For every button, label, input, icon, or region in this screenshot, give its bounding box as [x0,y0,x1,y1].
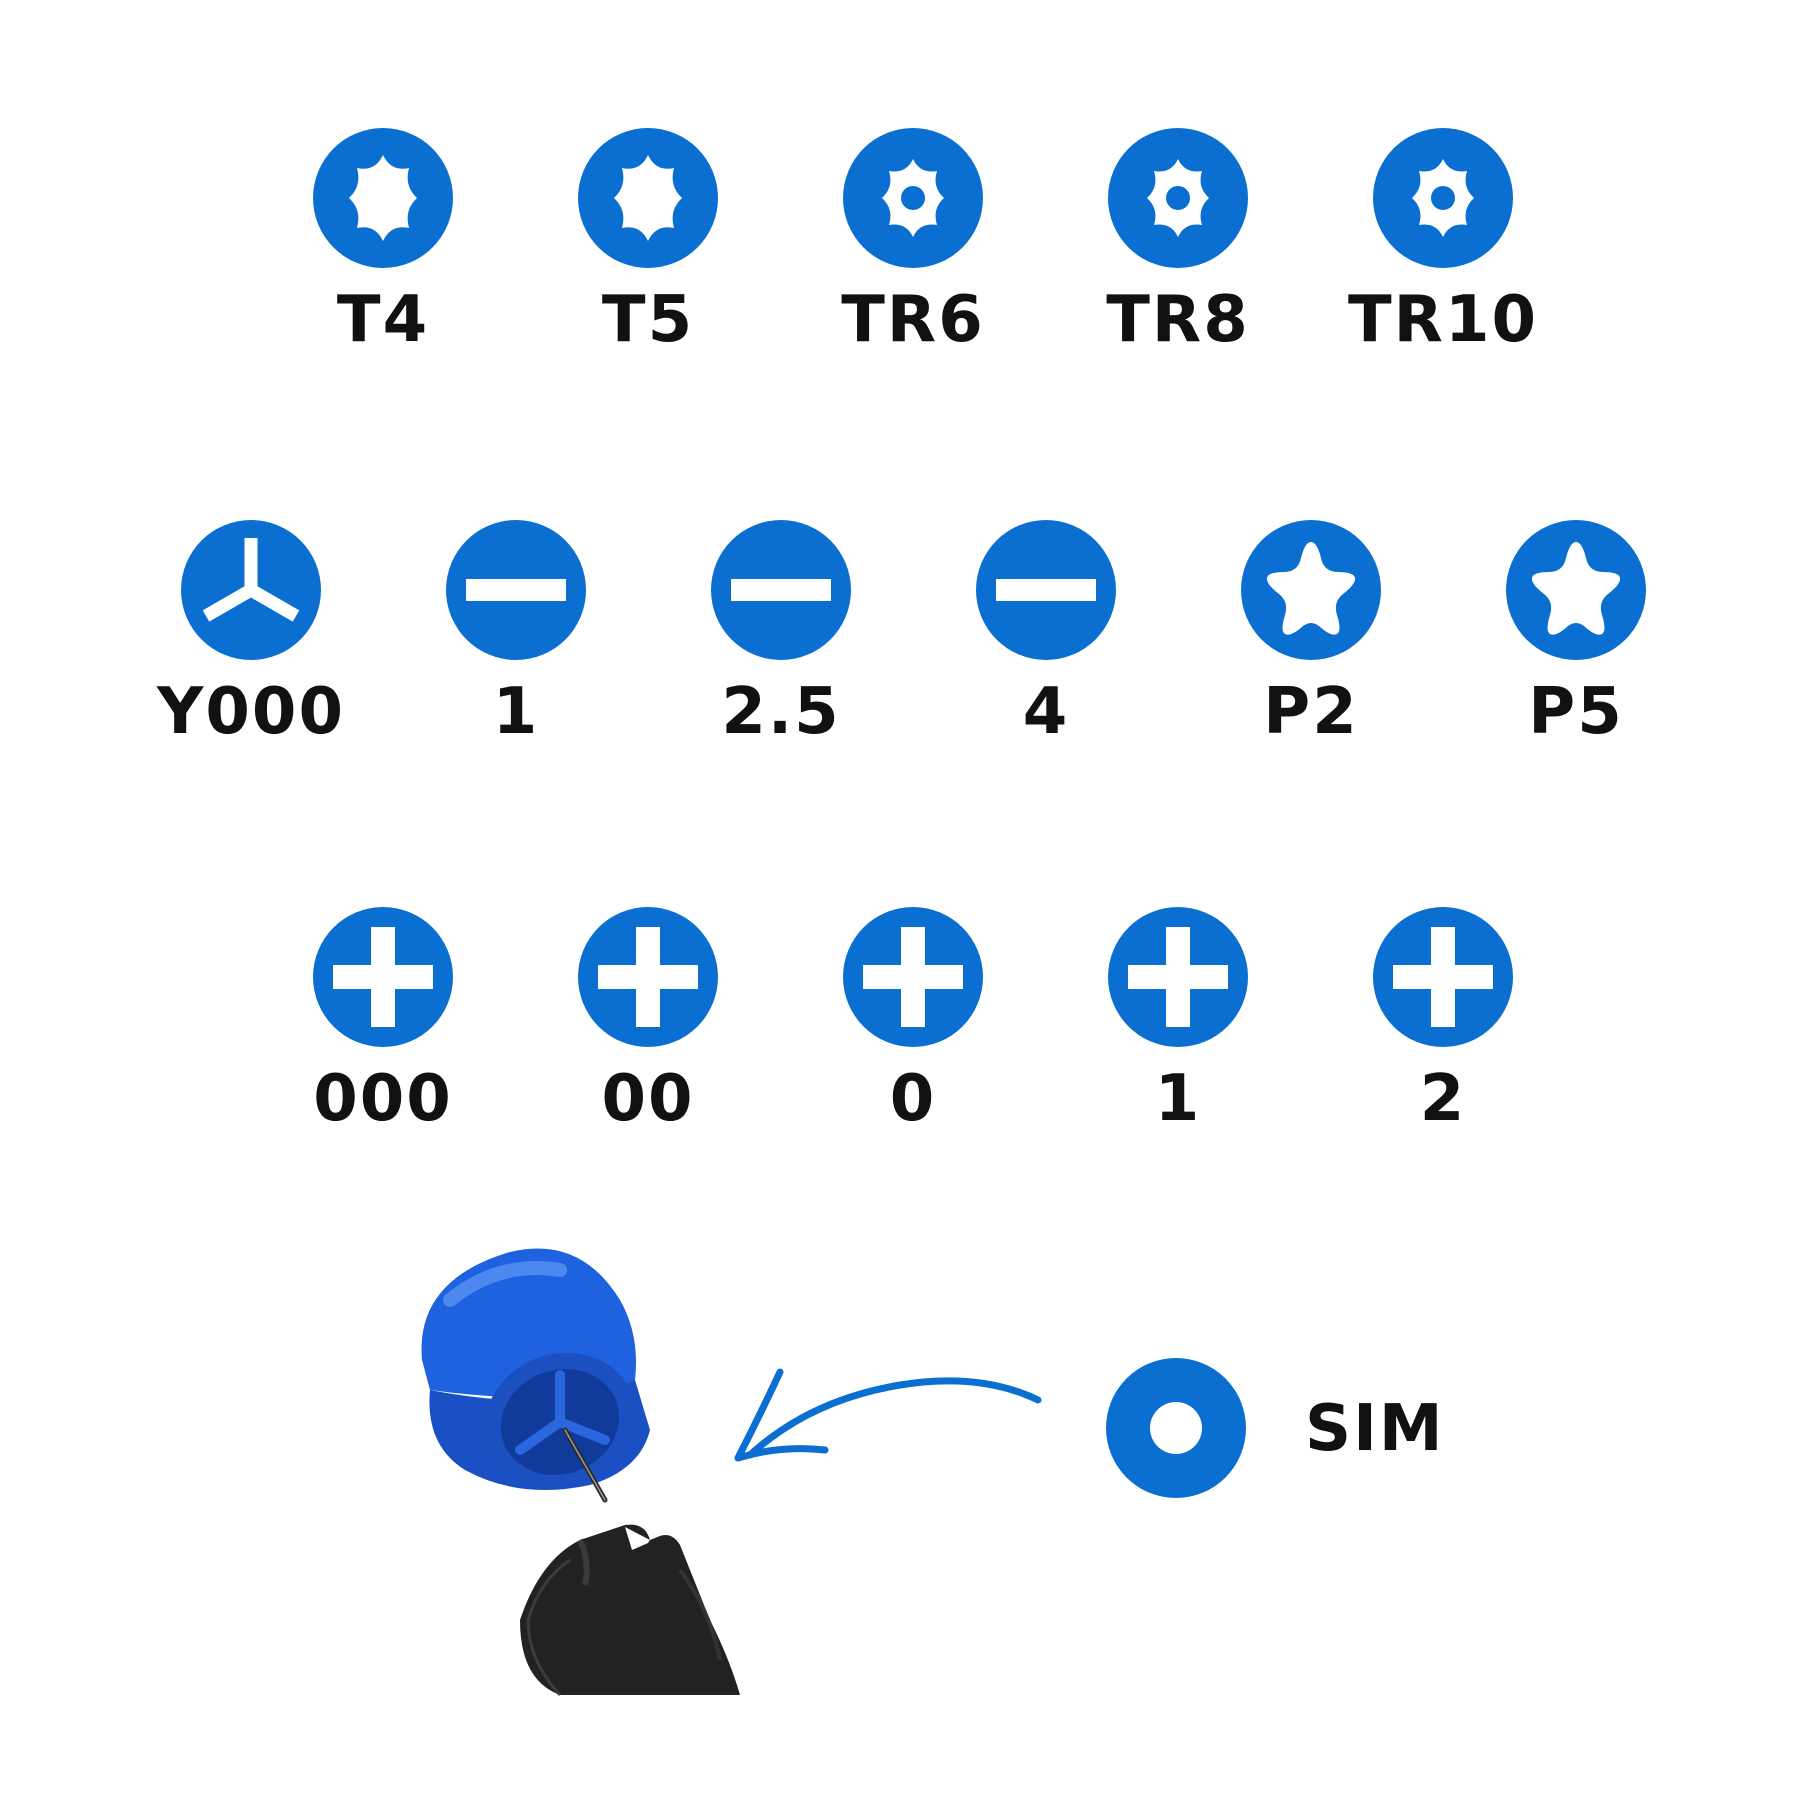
bit-label: 1 [1154,1062,1202,1136]
torx-icon [313,128,453,268]
bit-t4: T4 [233,128,533,428]
bit-flat-1: 1 [366,520,666,820]
bit-tr6: TR6 [763,128,1063,428]
phillips-icon [313,907,453,1047]
bit-label: T4 [336,283,430,357]
curved-arrow-icon [734,1368,1042,1462]
bit-label: 2 [1419,1062,1467,1136]
sim-eject-icon [1106,1358,1246,1498]
torx-security-icon [1108,128,1248,268]
bit-label: 000 [313,1062,453,1136]
bit-ph2: 2 [1293,907,1593,1207]
bit-flat-4: 4 [896,520,1196,820]
bit-tr10: TR10 [1293,128,1593,428]
bit-label: TR10 [1348,283,1538,357]
flathead-icon [976,520,1116,660]
flathead-icon [711,520,851,660]
bit-label: 2.5 [721,675,841,749]
torx-security-icon [843,128,983,268]
bit-label: Y000 [157,675,345,749]
bit-label: P5 [1528,675,1624,749]
bit-label: 1 [492,675,540,749]
driver-cap-sim-tool-icon [421,1248,740,1697]
flathead-icon [446,520,586,660]
bit-ph0: 0 [763,907,1063,1207]
bit-label: T5 [601,283,695,357]
bit-label: P2 [1263,675,1359,749]
bit-label: 0 [889,1062,937,1136]
bit-p2: P2 [1161,520,1461,820]
phillips-icon [1108,907,1248,1047]
tri-wing-icon [181,520,321,660]
bit-label: 00 [601,1062,695,1136]
bit-label: 4 [1022,675,1070,749]
bit-ph00: 00 [498,907,798,1207]
phillips-icon [1373,907,1513,1047]
pentalobe-icon [1506,520,1646,660]
bit-p5: P5 [1426,520,1726,820]
phillips-icon [578,907,718,1047]
pentalobe-icon [1241,520,1381,660]
torx-icon [578,128,718,268]
torx-security-icon [1373,128,1513,268]
bit-ph000: 000 [233,907,533,1207]
bit-flat-2-5: 2.5 [631,520,931,820]
bit-label: TR6 [841,283,985,357]
bit-ph1: 1 [1028,907,1328,1207]
bit-tr8: TR8 [1028,128,1328,428]
bit-label: TR8 [1106,283,1250,357]
bit-y000: Y000 [101,520,401,820]
phillips-icon [843,907,983,1047]
bit-t5: T5 [498,128,798,428]
sim-label: SIM [1305,1392,1445,1466]
